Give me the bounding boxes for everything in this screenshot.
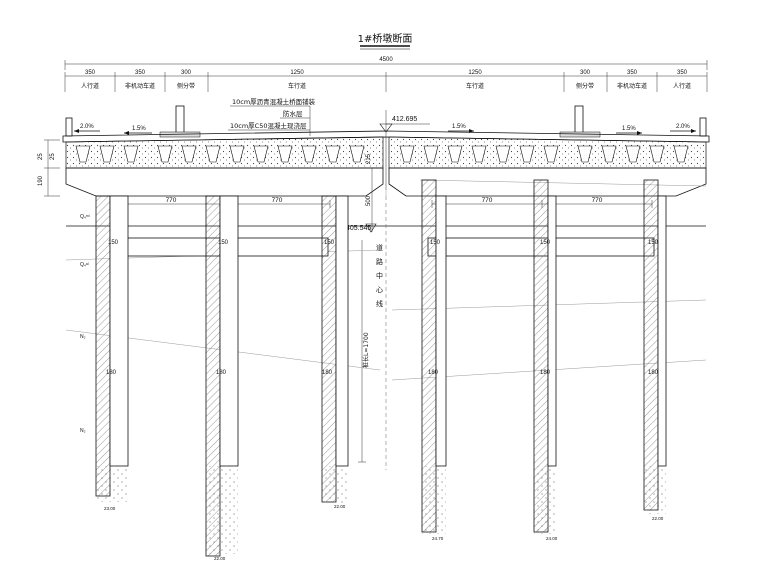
pile-6-cap-width: 150: [648, 240, 659, 246]
ground-elevation-label: 405.545: [346, 225, 371, 232]
left-depth-dims: 190 25 25: [38, 139, 60, 197]
segment-name-2: 非机动车道: [125, 82, 155, 90]
cap-beam-right: [388, 167, 707, 197]
centerline-label-char-4: 心: [376, 286, 383, 294]
cap-beams: [65, 167, 707, 197]
cross-slopes: 2.0% 1.5% 1.5% 1.5% 2.0%: [74, 124, 696, 135]
pile-1-dia: 180: [106, 370, 117, 376]
median-barrier-left: [175, 105, 185, 137]
centerline-label-char-3: 中: [376, 271, 383, 280]
segment-width-2: 350: [135, 70, 146, 76]
segment-name-7: 非机动车道: [617, 82, 647, 90]
railing-left: [65, 117, 73, 137]
pile-2-cap-width: 150: [218, 240, 229, 246]
piles: 150 180 23.00 150 180 22.00 150 180 22.0…: [95, 179, 667, 561]
segment-width-6: 300: [580, 70, 591, 76]
segment-name-6: 侧分带: [576, 82, 594, 90]
cap-beam-left: [65, 167, 384, 197]
stratum-2: Q₄ᵃˡ: [80, 262, 89, 268]
overall-width-label: 4500: [379, 57, 393, 63]
pavement-notes: 10cm厚沥青混凝土桥面铺装 防水层 10cm厚C50混凝土现浇层: [228, 97, 316, 136]
segment-name-8: 人行道: [673, 82, 691, 90]
segment-name-5: 车行道: [466, 82, 484, 90]
pile-6: [643, 179, 659, 511]
small-dim-b: 25: [50, 153, 56, 160]
segment-name-4: 车行道: [288, 82, 306, 90]
pile-3-cap-width: 150: [324, 240, 335, 246]
median-barrier-right: [574, 105, 584, 137]
slope-right-sidewalk: 2.0%: [676, 124, 690, 130]
segment-width-8: 350: [677, 70, 688, 76]
road-centerline: 道 路 中 心 线: [376, 196, 387, 470]
cap-span-a: 770: [166, 197, 177, 204]
pile-2-bottom: 22.00: [214, 556, 226, 561]
segment-width-5: 1250: [468, 70, 482, 76]
pile-6-dia: 180: [648, 370, 659, 376]
deck-slab: [62, 130, 710, 169]
pile-length-label: 桩长L=1700: [362, 332, 370, 368]
slope-right-road-2: 1.5%: [622, 126, 636, 132]
pile-1-bottom: 23.00: [104, 506, 116, 511]
segment-name-3: 侧分带: [177, 82, 195, 90]
segment-dimensions: 350 350 300 1250 1250 300 350 350 人行道 非机…: [64, 70, 708, 92]
cap-span-d: 770: [592, 197, 603, 204]
pile-3-dia: 180: [322, 370, 333, 376]
small-dim-a: 25: [38, 153, 44, 160]
pile-3-bottom: 22.00: [334, 504, 346, 509]
soil-hatch: [96, 466, 666, 554]
slope-left-sidewalk: 2.0%: [80, 124, 94, 130]
stratum-3: N₂: [80, 334, 86, 340]
slope-left-road: 1.5%: [132, 126, 146, 132]
pile-4-cap-width: 150: [430, 240, 441, 246]
segment-name-1: 人行道: [81, 82, 99, 90]
cap-span-c: 770: [482, 197, 493, 204]
pile-4-bottom: 24.70: [432, 536, 444, 541]
railing-right: [699, 117, 707, 137]
centerline-label-char-2: 路: [376, 257, 383, 266]
centerline-label-char-1: 道: [376, 243, 383, 252]
segment-width-4: 1250: [290, 70, 304, 76]
pile-6-bottom: 22.00: [652, 516, 664, 521]
pavement-note-3: 10cm厚C50混凝土现浇层: [230, 121, 307, 130]
pile-4-dia: 180: [428, 370, 439, 376]
pile-5-cap-width: 150: [540, 240, 551, 246]
slope-right-road: 1.5%: [452, 124, 466, 130]
segment-width-3: 300: [181, 70, 192, 76]
drawing-title: 1#桥墩断面: [358, 32, 413, 45]
segment-width-1: 350: [85, 70, 96, 76]
stratum-1: Q₄ᵐˡ: [80, 214, 90, 220]
cap-height-label: 500: [366, 195, 372, 206]
deck-depth-label: 190: [38, 175, 44, 186]
pavement-note-1: 10cm厚沥青混凝土桥面铺装: [232, 97, 316, 106]
pile-5-dia: 180: [540, 370, 551, 376]
overall-dimension: 4500: [64, 57, 708, 70]
stratum-4: N₂: [80, 428, 86, 434]
tie-beams: [119, 237, 655, 257]
cap-span-b: 770: [272, 197, 283, 204]
cap-small-label: 215: [366, 153, 372, 164]
pile-length-dim: 桩长L=1700: [358, 240, 370, 463]
pile-5-bottom: 24.00: [546, 536, 558, 541]
segment-width-7: 350: [627, 70, 638, 76]
pavement-note-2: 防水层: [283, 109, 303, 118]
deck-elevation-label: 412.695: [392, 116, 417, 123]
centerline-label-char-5: 线: [376, 299, 383, 308]
pile-1-cap-width: 150: [108, 240, 119, 246]
pile-2-dia: 180: [216, 370, 227, 376]
